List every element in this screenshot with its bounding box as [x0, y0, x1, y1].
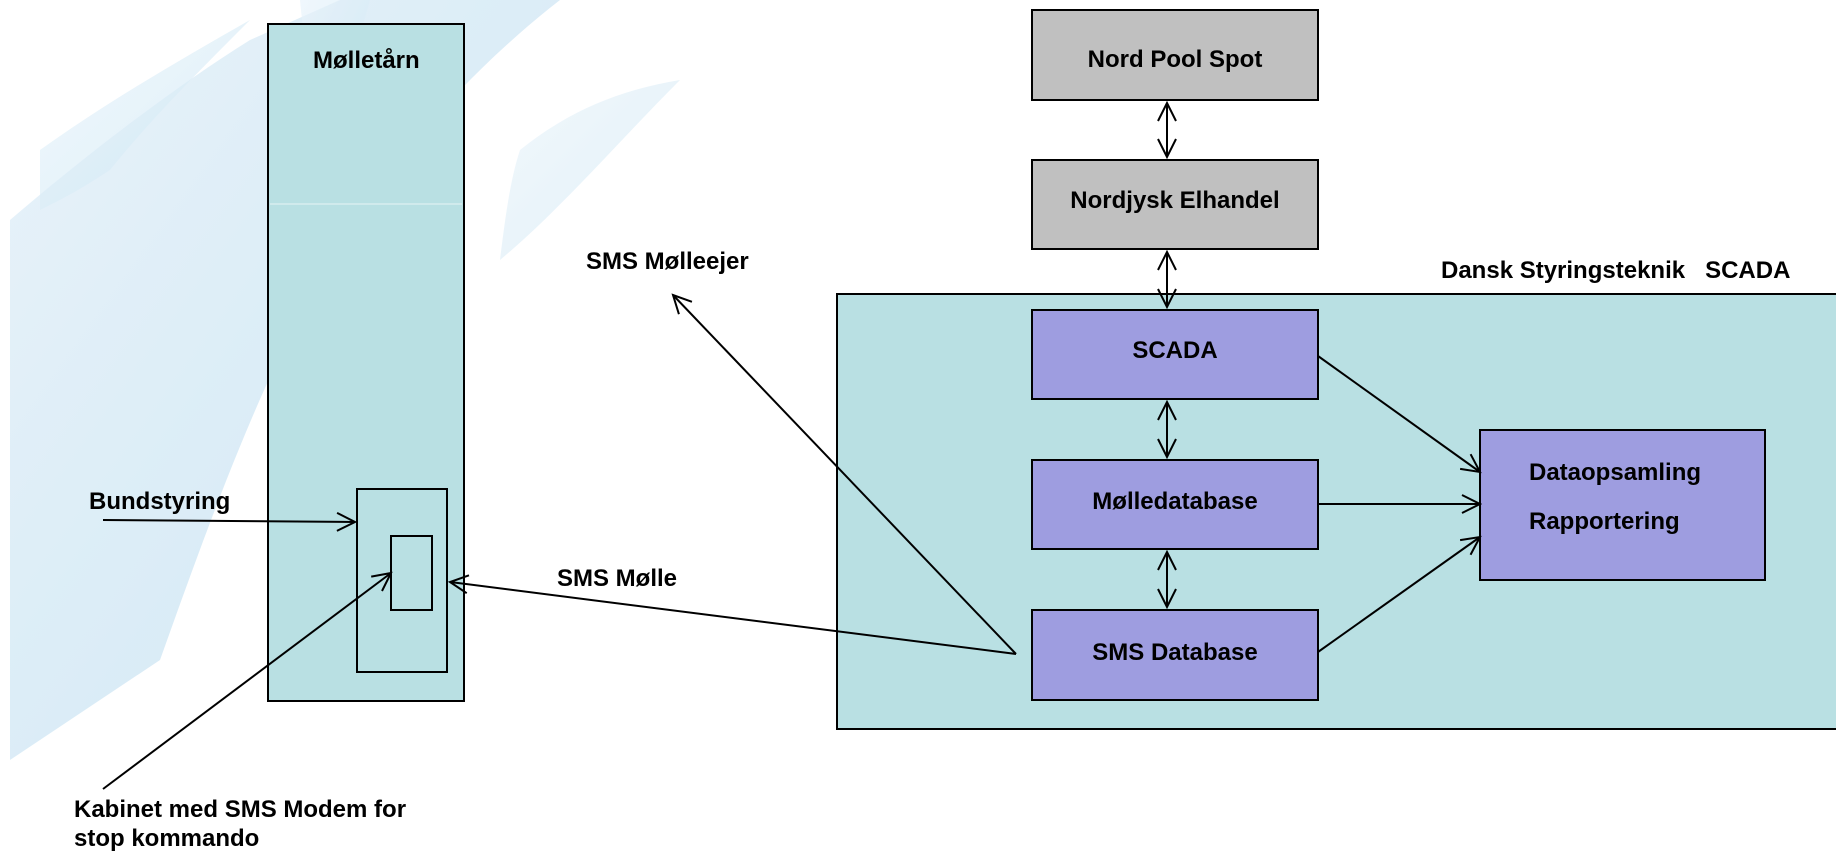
arrow-smsdatabase-output [1317, 537, 1480, 653]
output-label-line1[interactable]: Dataopsamling [1529, 459, 1702, 486]
sms-database-label[interactable]: SMS Database [1092, 639, 1258, 666]
sms-database-box[interactable] [1031, 609, 1319, 701]
output-label-line2[interactable]: Rapportering [1529, 508, 1680, 535]
kabinet-label-line1: Kabinet med SMS Modem for [74, 796, 407, 823]
arrow-scada-output [1317, 355, 1480, 472]
molledatabase-box[interactable] [1031, 459, 1319, 550]
tower-box [267, 23, 465, 702]
kabinet-label-line2: stop kommando [74, 825, 260, 852]
molledatabase-label[interactable]: Mølledatabase [1092, 488, 1258, 515]
nord-pool-label[interactable]: Nord Pool Spot [1087, 46, 1263, 73]
sms-molle-label: SMS Mølle [557, 565, 678, 592]
scada-box[interactable] [1031, 309, 1319, 400]
arrow-bundstyring [102, 520, 355, 522]
arrow-sms-molle [450, 582, 1017, 655]
cabinet-box [356, 488, 448, 673]
output-box[interactable] [1479, 429, 1766, 581]
sms-molleejer-label: SMS Mølleejer [586, 248, 749, 275]
arrow-kabinet [102, 573, 391, 790]
scada-region-label: Dansk Styringsteknik SCADA [1441, 257, 1791, 284]
tower-label: Mølletårn [313, 47, 420, 74]
scada-label[interactable]: SCADA [1132, 337, 1218, 364]
arrow-sms-molleejer [673, 295, 1017, 655]
nord-pool-box[interactable] [1031, 9, 1319, 101]
nordjysk-box[interactable] [1031, 159, 1319, 250]
bundstyring-label: Bundstyring [89, 488, 231, 515]
nordjysk-label[interactable]: Nordjysk Elhandel [1070, 187, 1280, 214]
